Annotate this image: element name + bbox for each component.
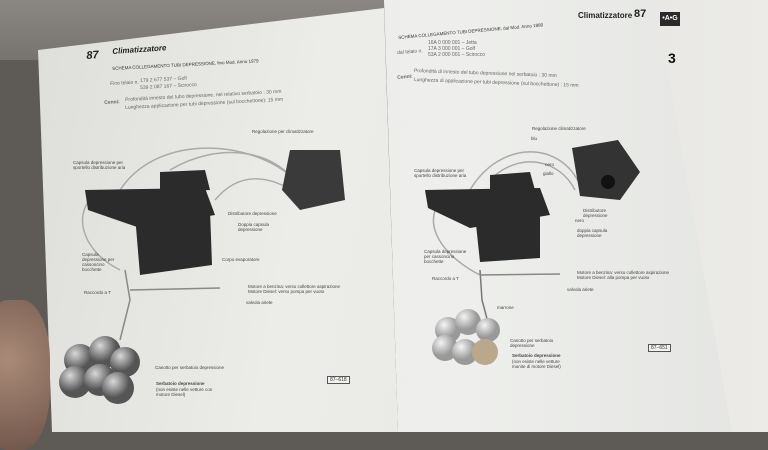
left-control-unit [282, 150, 345, 210]
left-page-number: 87 [86, 49, 100, 62]
right-chassis-0: 16A 0 000 001 – Jetta [428, 40, 477, 46]
back-page-number: 3 [668, 50, 676, 66]
left-label-motore: Motore a benzina: verso collettore aspir… [248, 284, 341, 294]
left-reservoir [59, 336, 140, 404]
right-label-blu: blu [531, 136, 538, 141]
left-notes-label: Cenni: [104, 99, 120, 106]
right-label-valvola: valvola ariete [567, 287, 594, 292]
right-label-distributore: Distributore depressione [583, 208, 608, 218]
hand [0, 300, 50, 450]
left-label-raccordo: Raccordo a T [84, 290, 111, 295]
right-label-motore: Motore a benzina: verso collettore aspir… [577, 270, 670, 280]
left-label-serbatoio-note: (non esiste nelle vetture con motore Die… [156, 387, 213, 397]
right-label-regolazione: Regolazione climatizzatore [532, 126, 586, 131]
right-label-giallo: giallo [543, 171, 554, 176]
right-control-unit [572, 140, 640, 200]
right-label-nero: nero [545, 162, 555, 167]
diagram-graphics [59, 140, 640, 404]
brand-tab: •A•G [660, 12, 680, 26]
left-label-serbatoio: Serbatoio depressione [156, 381, 205, 386]
left-label-valvola: valvola ariete [246, 300, 273, 305]
right-chassis-1: 17A 3 000 001 – Golf [428, 46, 475, 52]
right-figure-ref: 87–651 [648, 344, 671, 352]
right-label-raccordo: Raccordo a T [432, 276, 459, 281]
right-chassis-2: 53A 2 000 001 – Scirocco [428, 52, 485, 58]
right-label-serbatoio-note: (non esiste nelle vetture munite di moto… [512, 359, 561, 369]
right-reservoir [432, 309, 500, 365]
right-label-marrone: marrone [497, 305, 514, 310]
right-section-title: Climatizzatore [578, 11, 633, 20]
right-label-serbatoio: Serbatoio depressione [512, 353, 561, 358]
right-page-number: 87 [634, 8, 647, 20]
left-label-capsula-distrib: Capsula depressione per sportello distri… [73, 160, 126, 170]
left-label-canotto: Canotto per serbatoio depressione [155, 365, 225, 370]
left-label-distributore: Distributore depressione [228, 211, 277, 216]
right-label-canotto: Canotto per serbatoio depressione [510, 338, 554, 348]
left-label-corpo-evap: Corpo evaporatore [222, 257, 260, 262]
right-label-capsula-distrib: Capsula depressione per sportello distri… [414, 168, 467, 178]
right-label-doppia-capsula: doppia capsula depressione [577, 228, 608, 238]
left-label-regolazione: Regolazione per climatizzatore [252, 129, 314, 134]
right-label-nero2: nero [575, 218, 585, 223]
left-label-doppia-capsula: Doppia capsula depressione [238, 222, 270, 232]
left-figure-ref: 87–618 [327, 376, 350, 384]
right-label-capsula-cassoncino: Capsula depressione per cassoncino bocch… [424, 249, 467, 264]
left-evaporator [85, 170, 215, 275]
right-evaporator [425, 172, 550, 262]
left-label-capsula-cassoncino: Capsula depressione per cassoncino bocch… [82, 252, 115, 272]
